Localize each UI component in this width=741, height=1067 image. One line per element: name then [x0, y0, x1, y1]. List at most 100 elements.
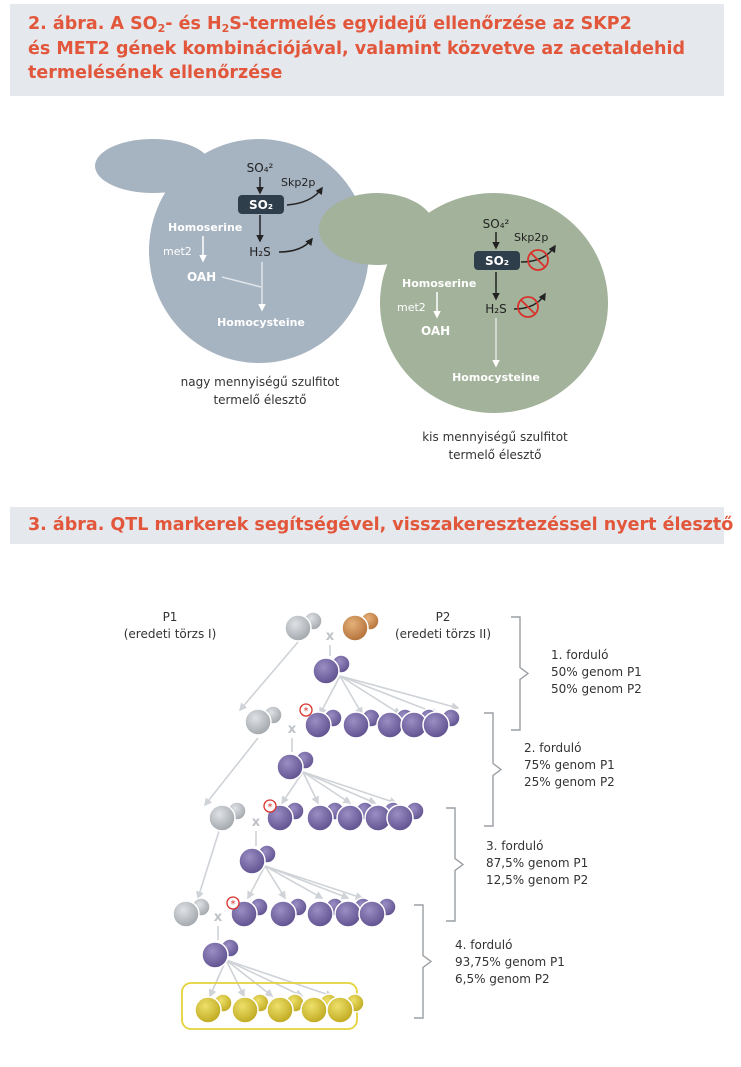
yeast-cell: [269, 900, 297, 928]
high-sulfite-yeast: SO₄² SO₂ Skp2p H₂S Homoserine met2 OAH H…: [95, 139, 369, 363]
caption-line: nagy mennyiségű szulfitot: [180, 375, 340, 389]
yeast-cell: [288, 897, 308, 917]
yeast-cell: [194, 996, 222, 1024]
yeast-cell: [306, 900, 334, 928]
yeast-cell: [383, 801, 403, 821]
yeast-cell: [303, 611, 323, 631]
cross-symbol: x: [288, 722, 297, 737]
so2-label: SO₂: [485, 254, 509, 268]
so4-label: SO₄²: [483, 217, 510, 231]
met2-label: met2: [163, 245, 192, 258]
caption-line: kis mennyiségű szulfitot: [422, 430, 568, 444]
stage-genome-p1: 93,75% genom P1: [455, 955, 565, 969]
p1-backcross-cells: [172, 897, 211, 928]
connector-line: [264, 865, 364, 900]
yeast-cell: [201, 941, 229, 969]
qtl-marker-icon: [263, 799, 277, 813]
yeast-cell: [325, 801, 345, 821]
stage-genome-p1: 75% genom P1: [524, 758, 615, 772]
connector-line: [319, 675, 341, 716]
p1-backcross-cells: [208, 801, 247, 832]
yeast-cell: [238, 847, 266, 875]
fig2-title-line3: termelésének ellenőrzése: [28, 63, 283, 83]
yeast-cell: [227, 801, 247, 821]
connector-line: [302, 771, 319, 805]
qtl-marker-icon: [226, 896, 240, 910]
yeast-cell: [345, 993, 365, 1013]
yeast-cell: [220, 938, 240, 958]
yeast-cell: [353, 897, 373, 917]
qtl-marker-symbol: *: [304, 706, 309, 717]
yeast-cell: [364, 804, 392, 832]
connector-line: [204, 737, 259, 807]
connector-line: [247, 865, 266, 900]
figure-2-title: 2. ábra. A SO2- és H2S-termelés egyidejű…: [10, 4, 724, 96]
p1-label: P1 (eredeti törzs I): [100, 609, 240, 643]
yeast-cell: [336, 804, 364, 832]
offspring-cells: [422, 708, 461, 739]
yeast-cell: [325, 897, 345, 917]
yeast-cell: [331, 654, 351, 674]
yeast-cell: [386, 804, 414, 832]
stage-3-bracket: [446, 807, 465, 922]
yeast-cell: [342, 711, 370, 739]
stage-genome-p2: 12,5% genom P2: [486, 873, 589, 887]
figure-3-title: 3. ábra. QTL markerek segítségével, viss…: [10, 507, 733, 544]
fig2-title-sub: 2: [221, 22, 230, 35]
stage-3-label: 3. forduló 87,5% genom P1 12,5% genom P2: [486, 838, 588, 889]
yeast-cell: [422, 711, 450, 739]
offspring-cells: [358, 897, 397, 928]
qtl-marker-symbol: *: [231, 899, 236, 910]
qtl-marker-symbol: *: [268, 802, 273, 813]
yeast-cell: [441, 708, 461, 728]
yeast-cell: [276, 753, 304, 781]
stage-4-bracket: [414, 904, 433, 1019]
connector-line: [225, 959, 304, 997]
yeast-cell: [230, 900, 258, 928]
connector-line: [302, 771, 377, 805]
yeast-cell: [213, 993, 233, 1013]
stage-2-bracket: [484, 712, 503, 827]
low-sulfite-caption: kis mennyiségű szulfitot termelő élesztő: [395, 428, 595, 464]
final-strain-cells: [231, 993, 270, 1024]
fig3-title-text: 3. ábra. QTL markerek segítségével, viss…: [28, 515, 734, 535]
fig2-title-part: 2. ábra. A SO: [28, 14, 158, 34]
offspring-cells: [269, 897, 308, 928]
connector-line: [339, 675, 440, 716]
h2s-label: H₂S: [485, 302, 506, 316]
p1-desc: (eredeti törzs I): [123, 627, 217, 641]
fig2-title-part: - és H: [165, 14, 222, 34]
connector-line: [225, 959, 334, 998]
yeast-cell: [231, 996, 259, 1024]
oah-label: OAH: [421, 324, 450, 338]
so2-box: [238, 195, 284, 214]
stage-round: 2. forduló: [524, 741, 582, 755]
connector-line: [302, 771, 352, 804]
stage-round: 3. forduló: [486, 839, 544, 853]
yeast-cell: [361, 708, 381, 728]
offspring-cells: [364, 801, 403, 832]
fig2-title-sub: 2: [157, 22, 166, 35]
stage-round: 4. forduló: [455, 938, 513, 952]
yeast-cell: [244, 708, 272, 736]
yeast-cell: [266, 996, 294, 1024]
offspring-cells: [400, 708, 439, 739]
yeast-cell: [285, 993, 305, 1013]
yeast-cell: [377, 897, 397, 917]
yeast-cell: [405, 801, 425, 821]
offspring-cells: [306, 897, 345, 928]
stage-genome-p2: 6,5% genom P2: [455, 972, 550, 986]
connector-line: [264, 865, 350, 900]
qtl-marker-icon: [299, 703, 313, 717]
yeast-cell: [355, 801, 375, 821]
final-strain-cells: [266, 993, 305, 1024]
offspring-cells: [376, 708, 415, 739]
yeast-cell: [250, 993, 270, 1013]
offspring-cells: [306, 801, 345, 832]
offspring-cells: [266, 801, 305, 832]
cross-symbol: x: [252, 815, 261, 830]
yeast-cell: [191, 897, 211, 917]
so2-box: [474, 251, 520, 270]
offspring-cells: [230, 897, 269, 928]
final-strain-box: [181, 982, 358, 1030]
